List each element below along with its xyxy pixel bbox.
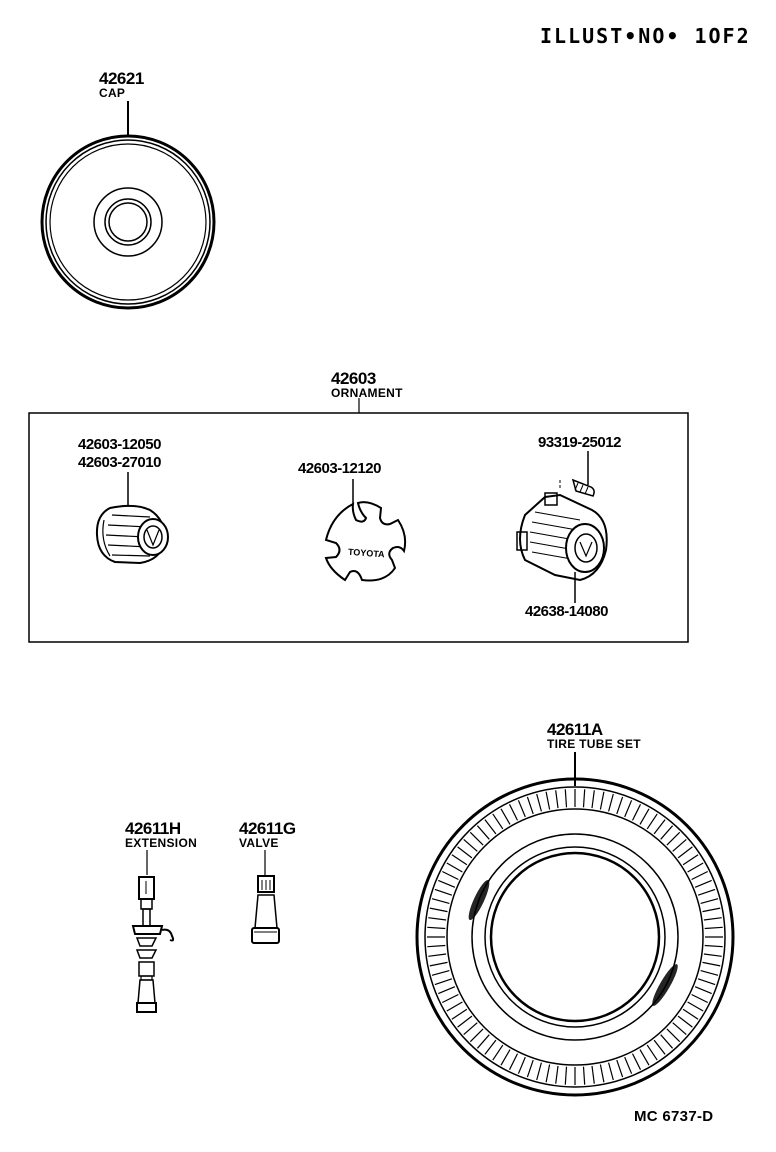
emblem-text: TOYOTA — [348, 547, 386, 560]
ornament-body-part-number: 42638-14080 — [525, 603, 608, 620]
extension-part-number: 42611H — [125, 819, 181, 838]
ornament-callout: 42603 ORNAMENT — [331, 370, 403, 400]
tire-tube-set-callout: 42611A TIRE TUBE SET — [547, 721, 641, 751]
cap-part-name: CAP — [99, 86, 126, 100]
cap-callout: 42621 CAP — [99, 70, 144, 100]
tire-tube-set-part-number: 42611A — [547, 720, 603, 739]
ornament-body-callout: 42638-14080 — [525, 603, 608, 621]
tire-shading — [468, 879, 678, 1006]
ornament-sub-2-callout: 42603-12120 — [298, 460, 381, 478]
valve-drawing — [251, 850, 280, 944]
hub-ornament-drawing — [95, 472, 169, 565]
tire-tread-pattern — [427, 789, 723, 1085]
valve-part-name: VALVE — [239, 836, 279, 850]
illustration-number: ILLUST•NO• 1OF2 — [540, 24, 751, 48]
valve-callout: 42611G VALVE — [239, 820, 296, 850]
tire-tube-set-drawing — [415, 752, 735, 1097]
ornament-part-name: ORNAMENT — [331, 386, 403, 400]
emblem-part-number: 42603-12120 — [298, 460, 381, 477]
ornament-screw-callout: 93319-25012 — [538, 434, 621, 452]
cap-drawing — [40, 101, 216, 310]
valve-part-number: 42611G — [239, 819, 296, 838]
ornament-group-box — [28, 398, 689, 643]
ornament-part-number: 42603 — [331, 369, 376, 388]
ornament-sub-1-part-number-a: 42603-12050 — [78, 436, 161, 453]
extension-callout: 42611H EXTENSION — [125, 820, 197, 850]
tire-tube-set-part-name: TIRE TUBE SET — [547, 737, 641, 751]
cap-part-number: 42621 — [99, 69, 144, 88]
ornament-sub-1-part-number-b: 42603-27010 — [78, 454, 161, 471]
diagram-code: MC 6737-D — [634, 1108, 714, 1125]
ornament-sub-1-callout: 42603-12050 42603-27010 — [78, 436, 161, 472]
screw-part-number: 93319-25012 — [538, 434, 621, 451]
extension-drawing — [131, 850, 175, 1013]
toyota-emblem-drawing: TOYOTA — [324, 479, 407, 582]
extension-part-name: EXTENSION — [125, 836, 198, 850]
ornament-body-drawing — [516, 451, 608, 603]
